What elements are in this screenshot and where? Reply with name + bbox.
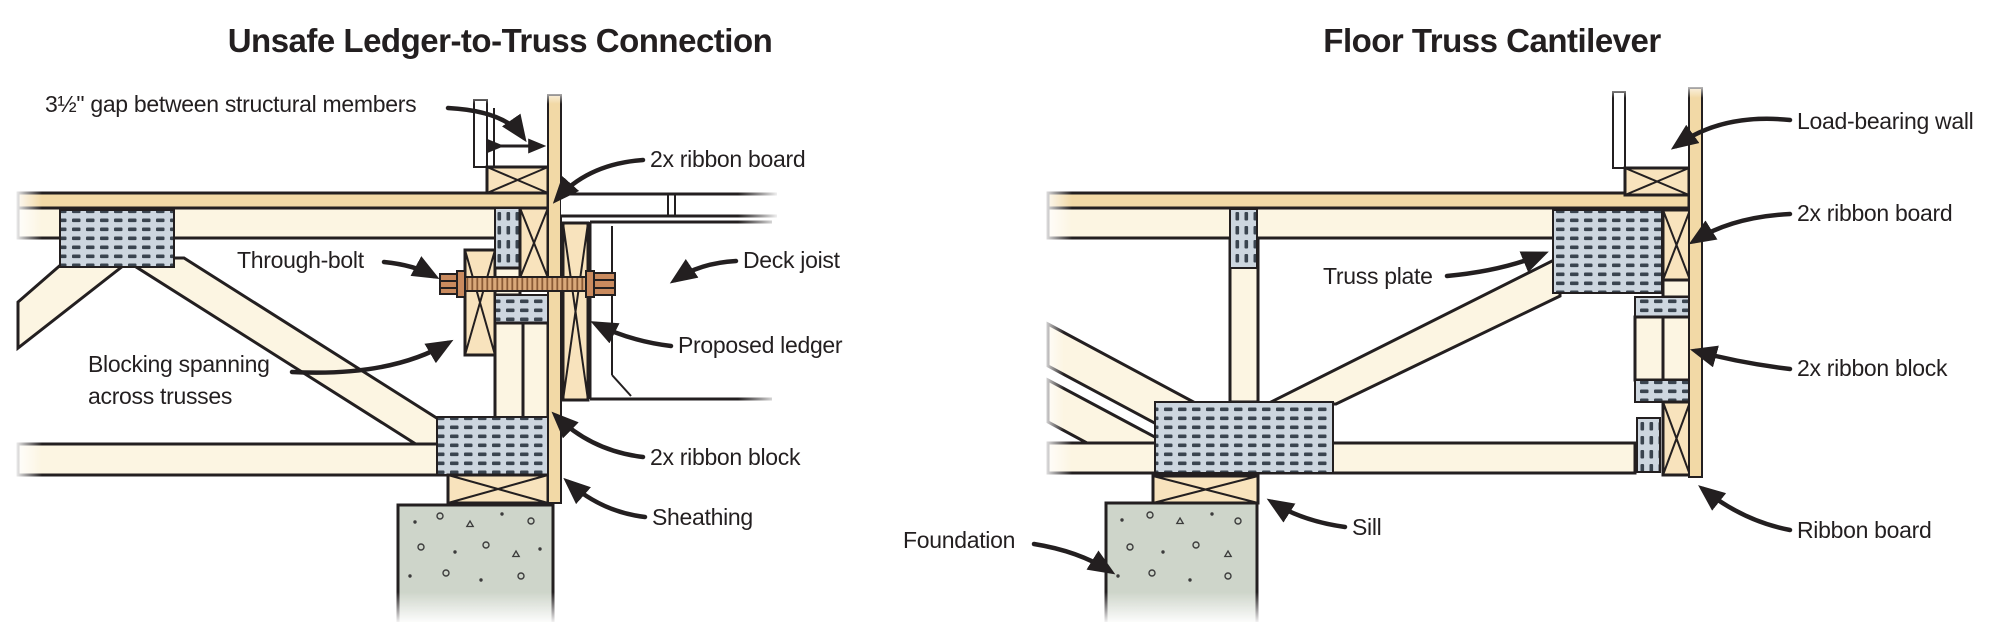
- left-wall-stud: [473, 99, 495, 168]
- label-gap: 3½" gap between structural members: [45, 91, 416, 117]
- label-ribbon-block-2x: 2x ribbon block: [1797, 355, 1948, 381]
- decking: [561, 192, 777, 218]
- leader-truss-plate: [1444, 251, 1549, 279]
- label-sill: Sill: [1352, 514, 1381, 540]
- concrete-speckles: [1116, 511, 1242, 582]
- fade: [1042, 438, 1072, 478]
- right-truss-plate-wall: [1552, 209, 1663, 294]
- left-truss-plate-bottom: [436, 416, 549, 476]
- label-ribbon-block-left: 2x ribbon block: [650, 444, 801, 470]
- leader-foundation: [1031, 541, 1116, 575]
- leader-ribbon-board-left: [552, 157, 646, 204]
- fade: [14, 188, 42, 244]
- fade: [1102, 592, 1261, 624]
- through-bolt-member: [439, 270, 616, 298]
- leader-through-bolt: [381, 256, 440, 280]
- fade: [1608, 82, 1708, 98]
- left-panel-title: Unsafe Ledger-to-Truss Connection: [228, 22, 773, 59]
- concrete-speckles: [408, 512, 542, 582]
- ribbon-board-member-left: [518, 206, 550, 280]
- stack-web-plate: [1636, 417, 1661, 473]
- proposed-ledger-member: [561, 221, 590, 402]
- ribbon-board-member-top: [1661, 208, 1692, 282]
- ribbon-board-member-bottom: [1661, 400, 1692, 477]
- leader-ribbon-block-2x: [1689, 345, 1793, 372]
- label-truss-plate: Truss plate: [1323, 263, 1433, 289]
- fade: [1042, 310, 1064, 430]
- fade: [394, 592, 557, 624]
- leader-proposed-ledger: [590, 321, 674, 349]
- label-through-bolt: Through-bolt: [237, 247, 365, 273]
- leader-gap: [445, 105, 527, 143]
- vertical-truss-plate: [494, 207, 521, 269]
- leader-blocking: [289, 339, 454, 375]
- leader-ribbon-board-2x: [1688, 211, 1793, 245]
- right-bottom-chord: [1046, 441, 1637, 475]
- label-load-bearing-wall: Load-bearing wall: [1797, 108, 1973, 134]
- fade: [1042, 186, 1072, 242]
- left-truss-plate-top: [59, 209, 175, 268]
- label-blocking-1: Blocking spanning: [88, 351, 270, 377]
- leader-sill: [1266, 498, 1348, 530]
- right-floor-sheathing: [1046, 191, 1691, 210]
- right-panel: Floor Truss Cantilever Load-bearing wall…: [903, 22, 1974, 624]
- stack-plate-2: [1634, 379, 1693, 403]
- fade: [738, 188, 780, 404]
- left-truss-webs: [16, 256, 490, 450]
- right-sill-member: [1151, 474, 1260, 505]
- small-truss-plate: [494, 294, 549, 324]
- label-ribbon-board-2x: 2x ribbon board: [1797, 200, 1952, 226]
- fade: [470, 88, 565, 104]
- left-wall-plate: [485, 165, 550, 195]
- center-web-top-plate: [1229, 208, 1258, 269]
- right-wall-stud: [1612, 91, 1626, 169]
- left-sill-member: [446, 473, 550, 505]
- leader-ribbon-board: [1698, 485, 1793, 533]
- right-truss-plate-bottom: [1154, 401, 1334, 474]
- label-sheathing: Sheathing: [652, 504, 753, 530]
- ribbon-block-member-left2: [521, 321, 550, 420]
- leader-load-bearing-wall: [1670, 116, 1793, 150]
- label-blocking-2: across trusses: [88, 383, 232, 409]
- left-panel: Unsafe Ledger-to-Truss Connection 3½" ga…: [14, 22, 843, 624]
- leader-deck-joist: [669, 258, 739, 284]
- leader-sheathing: [563, 477, 648, 520]
- fade: [14, 440, 42, 480]
- right-panel-title: Floor Truss Cantilever: [1323, 22, 1661, 59]
- stack-web: [1633, 315, 1665, 382]
- left-floor-sheathing: [16, 191, 550, 210]
- right-wall-sheathing: [1688, 87, 1703, 478]
- ribbon-block-member-right: [1661, 315, 1692, 382]
- label-ribbon-board: Ribbon board: [1797, 517, 1932, 543]
- label-deck-joist: Deck joist: [743, 247, 841, 273]
- ribbon-block-member-left: [493, 321, 525, 420]
- filler-block: [1661, 278, 1692, 299]
- blocking-member: [463, 248, 497, 357]
- left-wall-sheathing: [547, 94, 562, 504]
- label-foundation: Foundation: [903, 527, 1015, 553]
- stack-plate-1: [1634, 296, 1693, 318]
- right-wall-plate: [1623, 166, 1691, 197]
- label-proposed-ledger: Proposed ledger: [678, 332, 843, 358]
- leader-ribbon-block-left: [551, 411, 646, 460]
- label-ribbon-board-left: 2x ribbon board: [650, 146, 805, 172]
